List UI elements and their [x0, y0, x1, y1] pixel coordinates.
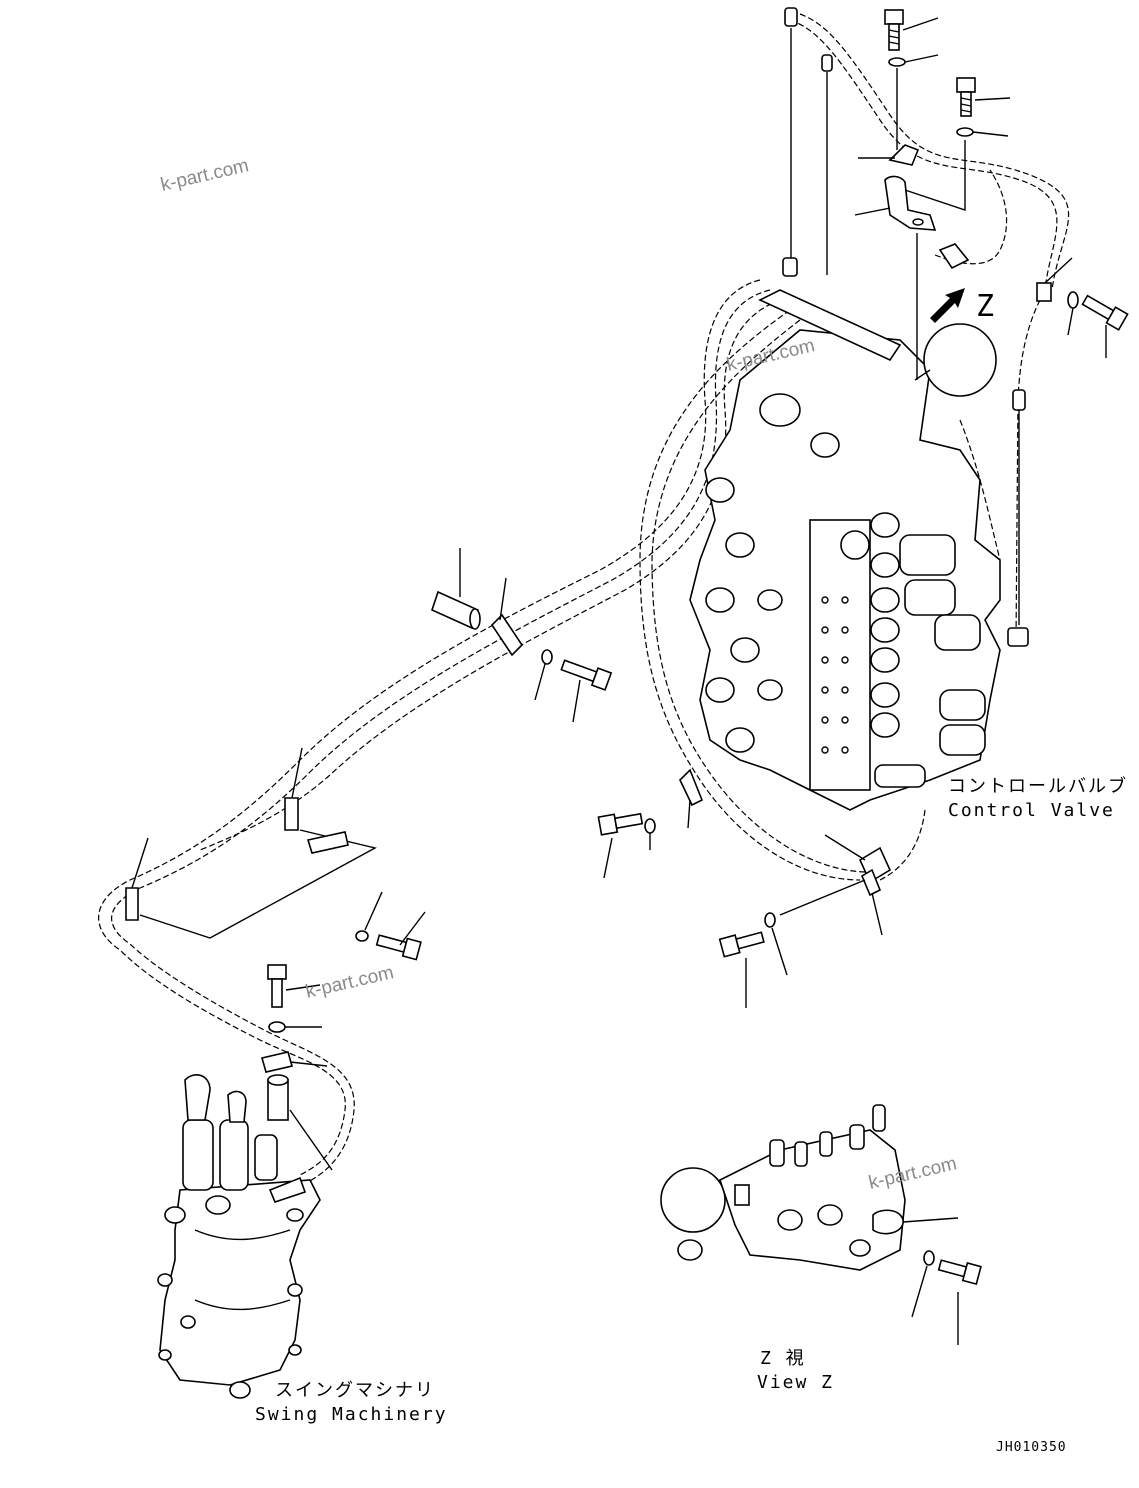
bracket-icon [884, 175, 937, 231]
clamp-icon [679, 768, 704, 807]
clamp-icon [284, 797, 299, 831]
washer-icon [355, 930, 369, 942]
bolt-icon [267, 964, 287, 1008]
washer-icon [644, 818, 656, 834]
swing-hardware [260, 964, 333, 1171]
accumulator-sphere [923, 323, 997, 397]
washer-icon [541, 649, 553, 665]
spacer-icon [431, 590, 481, 630]
view-z-arrow-icon [930, 288, 965, 323]
control-valve-assembly [689, 289, 1001, 811]
bolt-icon [560, 659, 613, 691]
washer-icon [888, 57, 906, 67]
view-marker-letter: Z [976, 289, 995, 324]
hose-clamps-left [125, 747, 426, 961]
clamp-icon [860, 868, 882, 897]
clamp-icon [490, 613, 524, 657]
accumulator-sphere [660, 1167, 726, 1233]
view-z-label-jp: Z 視 [760, 1348, 806, 1369]
bolt-icon [956, 77, 976, 117]
control-valve-label-en: Control Valve [948, 800, 1115, 821]
control-valve-label-jp: コントロールバルブ [948, 776, 1128, 797]
washer-icon [1067, 291, 1079, 309]
bolt-icon [718, 931, 765, 958]
view-z-label-en: View Z [757, 1372, 835, 1393]
clamp-icon [872, 1209, 904, 1235]
washer-icon [956, 127, 974, 137]
bolt-icon [597, 812, 644, 836]
bolt-icon [1081, 294, 1129, 331]
swing-machinery-label-en: Swing Machinery [255, 1404, 448, 1425]
clamp-icon [888, 144, 920, 166]
washer-icon [268, 1021, 286, 1033]
bolt-icon [375, 934, 422, 961]
view-z-assembly [660, 1104, 982, 1345]
washer-icon [923, 1250, 935, 1266]
clamp-icon [1036, 282, 1052, 302]
clamp-icon [125, 887, 139, 921]
lower-valve-hardware [597, 768, 892, 1008]
spacer-icon [267, 1074, 289, 1121]
washer-icon [764, 912, 776, 928]
clamp-icon [260, 1051, 294, 1073]
mid-hardware [431, 548, 613, 723]
top-hardware [782, 7, 1129, 647]
swing-machinery-body [157, 1074, 321, 1399]
swing-machinery-label-jp: スイングマシナリ [275, 1380, 435, 1401]
drawing-id: JH010350 [996, 1440, 1067, 1455]
bolt-icon [937, 1259, 982, 1286]
bolt-icon [884, 9, 904, 51]
